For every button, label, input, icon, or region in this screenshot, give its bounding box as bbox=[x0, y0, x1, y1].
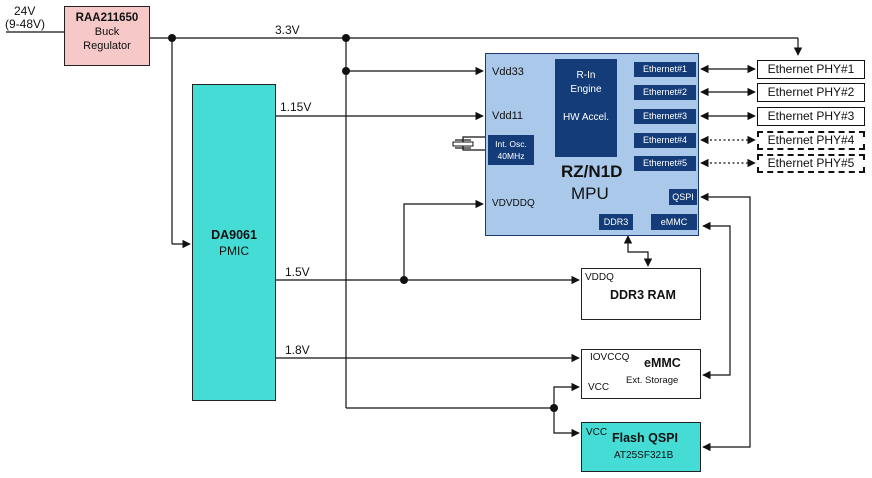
emmc-name: eMMC bbox=[644, 356, 681, 370]
eth-port-5: Ethernet#5 bbox=[634, 156, 696, 171]
rail-1v5-label: 1.5V bbox=[285, 265, 310, 279]
junction-dot bbox=[400, 276, 408, 284]
ethernet-phy-2: Ethernet PHY#2 bbox=[757, 83, 865, 102]
pin-vdvddq: VDVDDQ bbox=[492, 198, 535, 209]
qspi-port: QSPI bbox=[669, 189, 697, 205]
regulator-line1: Buck bbox=[94, 26, 120, 38]
crystal-icon bbox=[452, 139, 474, 149]
eth-port-2: Ethernet#2 bbox=[634, 85, 696, 100]
eth-port-4: Ethernet#4 bbox=[634, 133, 696, 148]
emmc-link bbox=[702, 221, 731, 380]
osc-line1: Int. Osc. bbox=[495, 139, 527, 149]
rail-1v15-label: 1.15V bbox=[280, 100, 312, 114]
flash-vcc-wire bbox=[553, 408, 580, 438]
junction-dot bbox=[550, 404, 558, 412]
mpu-label: MPU bbox=[571, 184, 609, 203]
pmic-block: DA9061 PMIC bbox=[192, 84, 276, 401]
junction-dot bbox=[342, 34, 350, 42]
eth-port-3: Ethernet#3 bbox=[634, 109, 696, 124]
rail-1v8-label: 1.8V bbox=[285, 343, 310, 357]
flash-qspi-block: VCC Flash QSPI AT25SF321B bbox=[581, 422, 701, 472]
junction-dot bbox=[342, 67, 350, 75]
r-in-engine-block: R-In Engine HW Accel. bbox=[555, 59, 617, 157]
ethernet-phy-5: Ethernet PHY#5 bbox=[757, 154, 865, 173]
ddr-pin-vddq: VDDQ bbox=[585, 272, 614, 283]
ddr3-link bbox=[623, 235, 653, 267]
emmc-pin-vcc: VCC bbox=[588, 382, 610, 393]
engine-line3: HW Accel. bbox=[562, 112, 610, 123]
junction-dot bbox=[168, 34, 176, 42]
ddr3-port: DDR3 bbox=[599, 214, 633, 230]
qspi-link bbox=[700, 192, 751, 452]
engine-line1: R-In bbox=[576, 70, 596, 81]
pmic-label: PMIC bbox=[219, 244, 249, 258]
input-range-label: (9-48V) bbox=[5, 17, 46, 31]
regulator-line2: Regulator bbox=[83, 40, 131, 52]
pin-vdd33: Vdd33 bbox=[492, 66, 524, 78]
mpu-name: RZ/N1D bbox=[561, 162, 623, 181]
flash-pin-vcc: VCC bbox=[586, 427, 608, 438]
pmic-part: DA9061 bbox=[211, 228, 257, 242]
emmc-pin-iovccq: IOVCCQ bbox=[590, 352, 630, 363]
oscillator-block: Int. Osc. 40MHz bbox=[488, 135, 534, 165]
osc-line2: 40MHz bbox=[497, 151, 525, 161]
regulator-part: RAA211650 bbox=[75, 12, 139, 24]
buck-regulator-block: RAA211650 Buck Regulator bbox=[64, 6, 150, 66]
junction-dots bbox=[168, 34, 558, 412]
flash-name: Flash QSPI bbox=[612, 431, 678, 445]
ethernet-phy-3: Ethernet PHY#3 bbox=[757, 107, 865, 126]
input-voltage-label: 24V bbox=[14, 4, 36, 18]
emmc-block: IOVCCQ eMMC Ext. Storage VCC bbox=[581, 349, 701, 399]
emmc-vcc-wire bbox=[553, 382, 580, 408]
emmc-sub: Ext. Storage bbox=[626, 375, 679, 386]
ddr3-ram-block: VDDQ DDR3 RAM bbox=[581, 268, 701, 320]
ethernet-phy-1: Ethernet PHY#1 bbox=[757, 60, 865, 79]
rail-3v3-label: 3.3V bbox=[275, 23, 300, 37]
vdvddq-wire bbox=[403, 199, 484, 280]
mpu-block: Vdd33 Vdd11 VDVDDQ R-In Engine HW Accel.… bbox=[485, 53, 699, 236]
engine-line2: Engine bbox=[570, 84, 602, 95]
pin-vdd11: Vdd11 bbox=[492, 110, 523, 122]
ddr-name: DDR3 RAM bbox=[610, 288, 676, 302]
flash-part: AT25SF321B bbox=[614, 450, 674, 461]
eth-port-1: Ethernet#1 bbox=[634, 62, 696, 77]
emmc-port: eMMC bbox=[651, 214, 697, 230]
ethernet-phy-4: Ethernet PHY#4 bbox=[757, 131, 865, 150]
